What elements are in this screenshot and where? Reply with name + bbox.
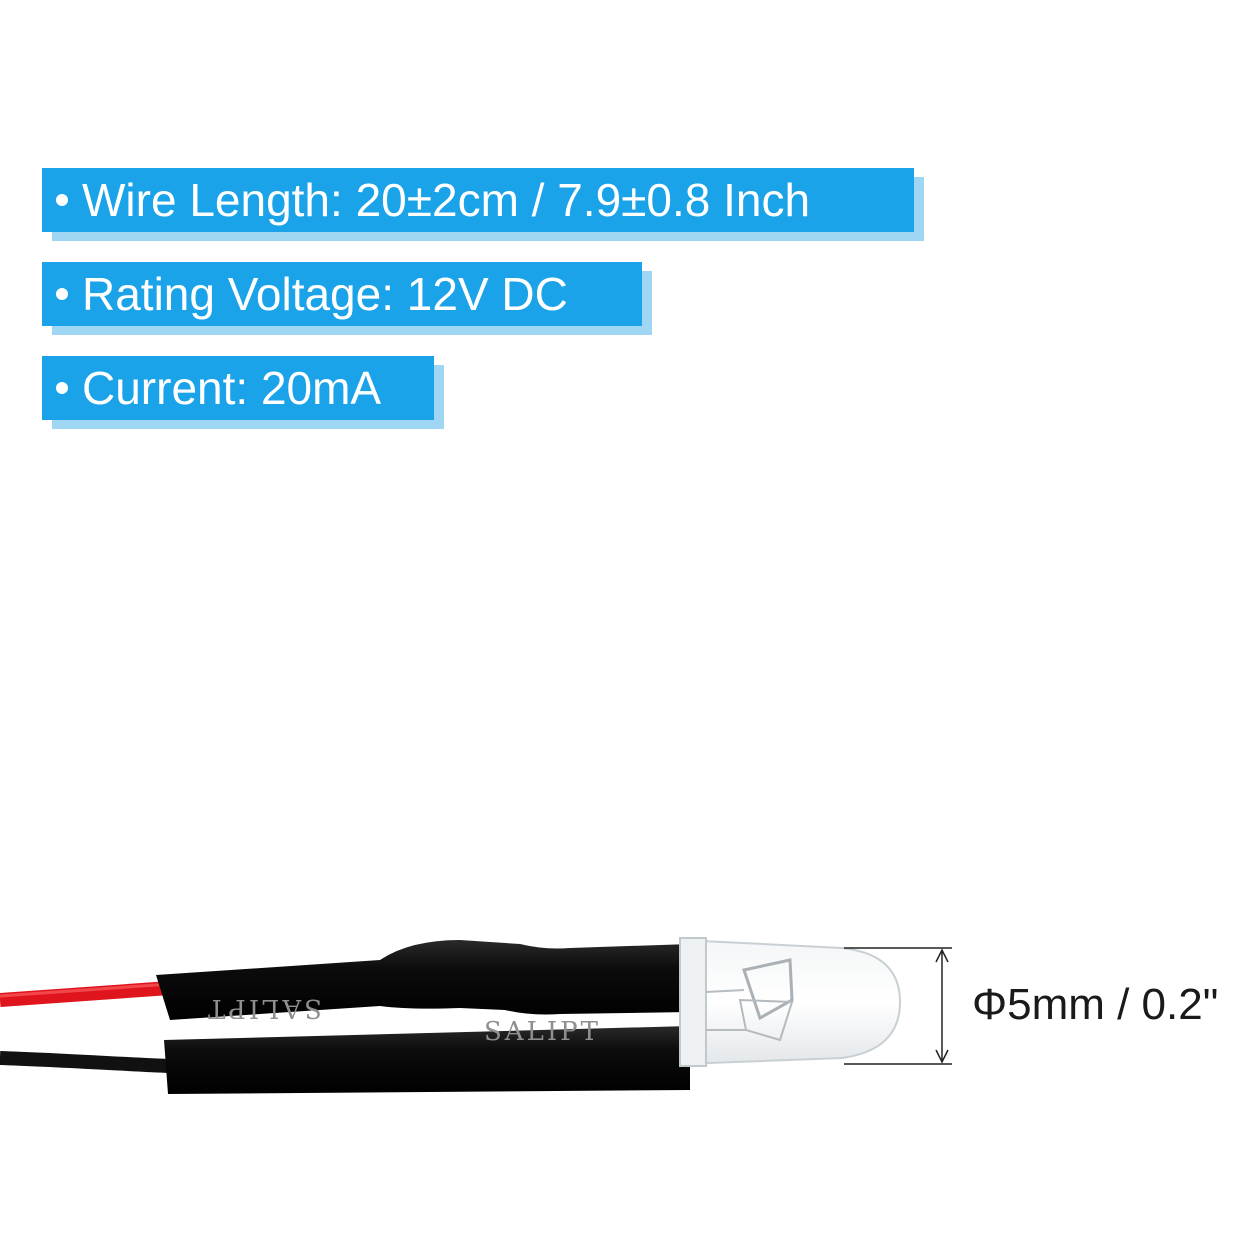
spec-text-rating-voltage: Rating Voltage: 12V DC: [82, 268, 568, 320]
spec-tag-rating-voltage: Rating Voltage: 12V DC: [42, 262, 642, 326]
bullet-icon: [56, 194, 68, 206]
red-wire: [0, 981, 171, 1007]
heat-shrink-sleeve-top: [156, 940, 690, 1020]
spec-text-wire-length: Wire Length: 20±2cm / 7.9±0.8 Inch: [82, 174, 811, 226]
heat-shrink-sleeve-bottom: [164, 1026, 690, 1094]
black-wire: [0, 1051, 171, 1073]
sleeve-print-top: SALIPT: [205, 993, 322, 1023]
spec-tag-wire-length: Wire Length: 20±2cm / 7.9±0.8 Inch: [42, 168, 914, 232]
led-lens: [679, 937, 902, 1067]
led-product-illustration: SALIPT SALIPT: [0, 937, 952, 1094]
diameter-label: Φ5mm / 0.2": [972, 980, 1219, 1029]
bullet-icon: [56, 382, 68, 394]
spec-tag-current: Current: 20mA: [42, 356, 434, 420]
bullet-icon: [56, 288, 68, 300]
diameter-dimension-marker: [844, 947, 952, 1065]
sleeve-print-bottom: SALIPT: [484, 1017, 601, 1047]
spec-text-current: Current: 20mA: [82, 362, 382, 414]
